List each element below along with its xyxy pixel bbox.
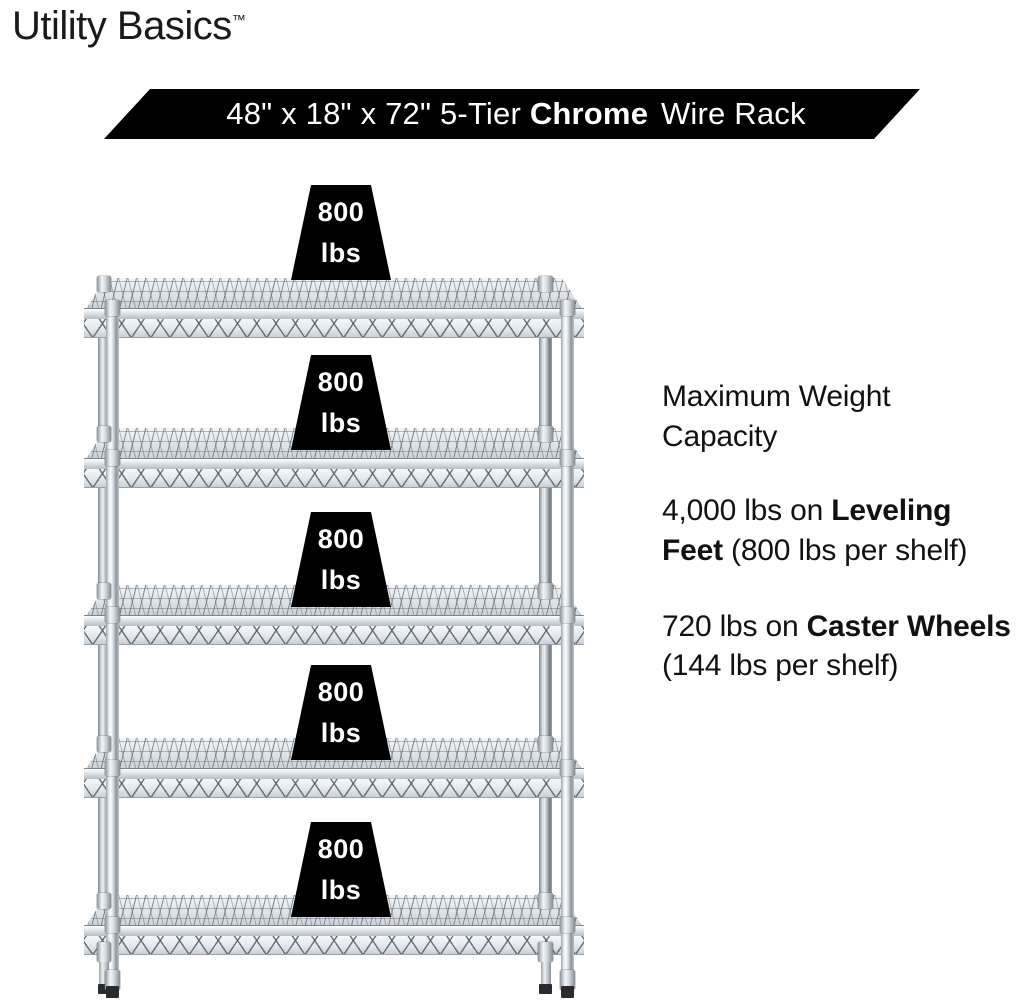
post-collar [560,917,575,933]
caster-lead: 720 lbs on [662,609,807,643]
front-left-post [106,300,119,990]
post-collar [538,276,553,292]
title-suffix: Wire Rack [652,96,806,131]
capacity-heading: Maximum Weight Capacity [662,380,891,453]
trademark-symbol: ™ [231,11,246,28]
post-collar [560,450,575,466]
caster-emphasis: Caster Wheels [806,609,1011,643]
truss-zigzag-pattern [84,779,584,797]
shelf-truss-band [84,626,584,645]
weight-badge-value: 800 [317,366,365,397]
truss-zigzag-pattern [84,469,584,487]
leveling-foot-tip [561,986,574,998]
weight-badge-tier-4: 800 lbs [291,665,391,760]
post-collar [97,893,111,909]
leveling-foot-stem [541,962,551,990]
leveling-foot-collar [538,942,553,962]
weight-badge-value: 800 [317,523,365,554]
wire-mesh-pattern [84,278,584,312]
weight-badge-unit: lbs [320,717,362,748]
shelf-truss-band [84,469,584,488]
post-collar [538,736,553,752]
front-right-post [561,300,574,990]
shelf-truss-band [84,936,584,955]
leveling-foot-tip [98,984,110,994]
post-collar [560,607,575,623]
shelf-deck [84,278,584,312]
capacity-copy-block: Maximum Weight Capacity 4,000 lbs on Lev… [662,377,1012,686]
brand-logo: Utility Basics™ [12,4,246,49]
truss-zigzag-pattern [84,319,584,337]
post-collar [105,607,120,623]
leveling-emphasis: Leveling Feet [662,493,952,567]
weight-badge-unit: lbs [320,237,362,268]
post-collar [97,736,111,752]
weight-badge-tier-5: 800 lbs [291,822,391,917]
post-collar [97,276,111,292]
shelf-truss-band [84,779,584,798]
post-collar [97,426,111,442]
weight-badge-value: 800 [317,196,365,227]
weight-badge-unit: lbs [320,564,362,595]
weight-badge-tier-2: 800 lbs [291,355,391,450]
leveling-foot-stem [99,962,109,990]
caster-tail: (144 lbs per shelf) [662,649,899,683]
post-collar [105,760,120,776]
brand-name: Utility Basics [12,4,232,48]
leveling-foot-collar [560,970,575,990]
weight-badge-tier-1: 800 lbs [291,185,391,280]
truss-zigzag-pattern [84,626,584,644]
product-title-banner: 48" x 18" x 72" 5-Tier Chrome Wire Rack [104,89,920,139]
capacity-leveling-feet-line: 4,000 lbs on Leveling Feet (800 lbs per … [662,491,1012,571]
leveling-tail: (800 lbs per shelf) [722,533,968,567]
title-prefix: 48" x 18" x 72" 5-Tier [226,96,530,131]
title-emphasis: Chrome [529,96,649,131]
leveling-foot-tip [539,984,552,994]
post-collar [105,450,120,466]
post-collar [97,583,111,599]
post-collar [560,300,575,316]
post-collar [538,893,553,909]
leveling-foot-collar [97,942,111,962]
weight-badge-tier-3: 800 lbs [291,512,391,607]
weight-badge-unit: lbs [320,407,362,438]
weight-badge-value: 800 [317,833,365,864]
post-collar [560,760,575,776]
post-collar [538,426,553,442]
weight-badge-unit: lbs [320,874,362,905]
leveling-lead: 4,000 lbs on [662,493,832,527]
wire-rack-illustration: 800 lbs 800 lbs 800 lbs 800 lbs 800 lbs [84,185,584,1006]
shelf-tier-4 [84,738,584,800]
post-collar [105,300,120,316]
leveling-foot-tip [106,986,119,998]
shelf-tier-1 [84,278,584,340]
product-title-text: 48" x 18" x 72" 5-Tier Chrome Wire Rack [218,96,805,132]
post-collar [538,583,553,599]
post-collar [105,917,120,933]
leveling-foot-collar [105,970,120,990]
capacity-caster-wheels-line: 720 lbs on Caster Wheels (144 lbs per sh… [662,607,1012,687]
shelf-truss-band [84,319,584,338]
truss-zigzag-pattern [84,936,584,954]
weight-badge-value: 800 [317,676,365,707]
